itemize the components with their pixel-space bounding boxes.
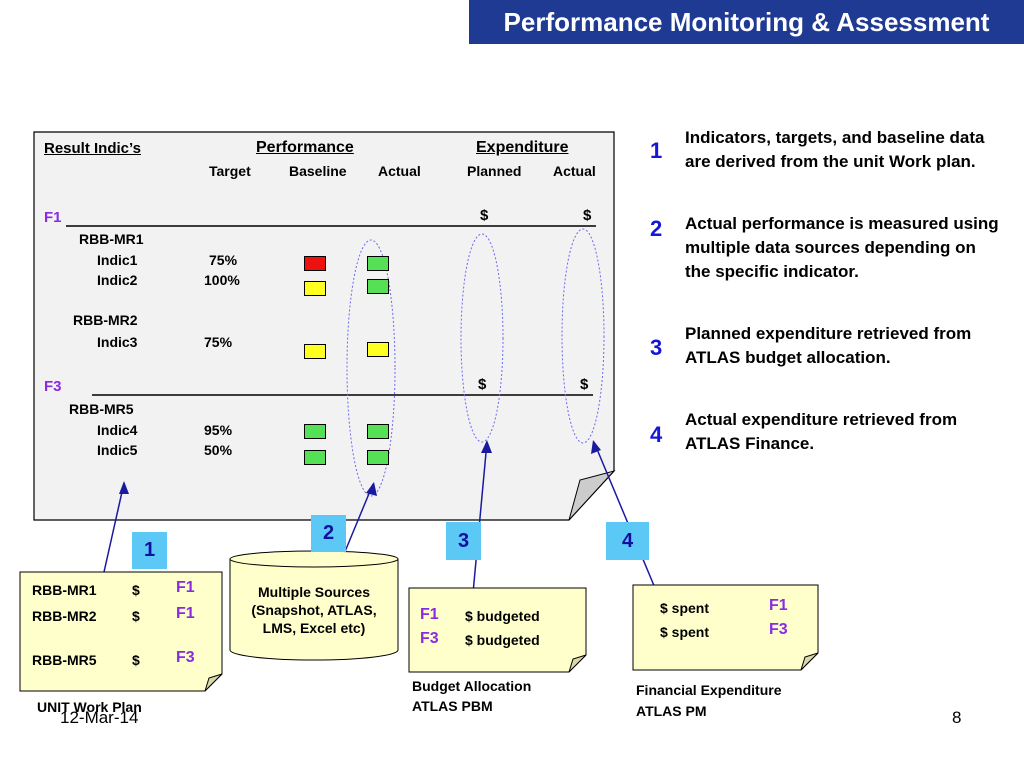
financial-fund: F3 <box>769 621 788 638</box>
financial-fund: F1 <box>769 597 788 614</box>
indicator-name: Indic3 <box>97 334 138 350</box>
note-number: 4 <box>650 422 663 447</box>
uwp-fund: F3 <box>176 649 195 666</box>
financial-caption-line1: Financial Expenditure <box>636 682 782 698</box>
planned-dollar-f3: $ <box>478 376 487 393</box>
baseline-status-green <box>304 450 326 465</box>
indicator-name: Indic1 <box>97 252 138 268</box>
uwp-rbb: RBB-MR2 <box>32 608 97 624</box>
indicator-name: Indic2 <box>97 272 138 288</box>
badge-3: 3 <box>446 522 481 560</box>
budget-amount: $ budgeted <box>465 608 540 624</box>
indicator-target: 95% <box>204 422 233 438</box>
uwp-rbb: RBB-MR1 <box>32 582 97 598</box>
actual-status-green <box>367 279 389 294</box>
budget-amount: $ budgeted <box>465 632 540 648</box>
uwp-dollar: $ <box>132 652 140 668</box>
subheader-actual-expenditure: Actual <box>553 163 596 179</box>
note-text: Actual expenditure retrieved from ATLAS … <box>685 410 958 453</box>
budget-fund: F1 <box>420 606 439 623</box>
note-number: 2 <box>650 216 663 241</box>
budget-fund: F3 <box>420 630 439 647</box>
uwp-fund: F1 <box>176 605 195 622</box>
subheader-actual: Actual <box>378 163 421 179</box>
note-text: Actual performance is measured using mul… <box>685 214 999 281</box>
indicator-name: Indic4 <box>97 422 138 438</box>
note-number: 1 <box>650 138 663 163</box>
budget-caption-line1: Budget Allocation <box>412 678 532 694</box>
note-number: 3 <box>650 335 663 360</box>
rbb-label: RBB-MR5 <box>69 401 134 417</box>
note-text: Indicators, targets, and baseline data a… <box>685 128 985 171</box>
actual-status-green <box>367 450 389 465</box>
subheader-planned: Planned <box>467 163 522 179</box>
uwp-dollar: $ <box>132 582 140 598</box>
actual-status-green <box>367 424 389 439</box>
actual-status-yellow <box>367 342 389 357</box>
actual-dollar-f1: $ <box>583 207 592 224</box>
uwp-rbb: RBB-MR5 <box>32 652 97 668</box>
note-text: Planned expenditure retrieved from ATLAS… <box>685 324 972 367</box>
badge-2: 2 <box>311 515 346 552</box>
slide-title: Performance Monitoring & Assessment <box>469 0 1024 44</box>
baseline-status-green <box>304 424 326 439</box>
badge-4: 4 <box>606 522 649 560</box>
baseline-status-yellow <box>304 281 326 296</box>
header-expenditure: Expenditure <box>476 139 569 156</box>
actual-dollar-f3: $ <box>580 376 589 393</box>
footer-date: 12-Mar-14 <box>60 708 139 727</box>
badge-1: 1 <box>132 532 167 569</box>
budget-caption-line2: ATLAS PBM <box>412 698 493 714</box>
planned-dollar-f1: $ <box>480 207 489 224</box>
uwp-caption: UNIT Work Plan <box>37 699 142 715</box>
uwp-dollar: $ <box>132 608 140 624</box>
financial-spent: $ spent <box>660 624 710 640</box>
fund-label-f3: F3 <box>44 378 62 395</box>
rbb-label: RBB-MR2 <box>73 312 138 328</box>
page-number: 8 <box>952 708 962 727</box>
subheader-target: Target <box>209 163 251 179</box>
sources-text: Multiple Sources (Snapshot, ATLAS, LMS, … <box>251 584 377 636</box>
subheader-baseline: Baseline <box>289 163 347 179</box>
financial-caption-line2: ATLAS PM <box>636 703 707 719</box>
header-result-indicators: Result Indic’s <box>44 140 141 157</box>
fund-label-f1: F1 <box>44 209 62 226</box>
indicator-target: 50% <box>204 442 233 458</box>
header-performance: Performance <box>256 139 354 156</box>
indicator-target: 75% <box>209 252 238 268</box>
financial-spent: $ spent <box>660 600 710 616</box>
baseline-status-red <box>304 256 326 271</box>
indicator-name: Indic5 <box>97 442 138 458</box>
actual-status-green <box>367 256 389 271</box>
rbb-label: RBB-MR1 <box>79 231 144 247</box>
uwp-fund: F1 <box>176 579 195 596</box>
indicator-target: 75% <box>204 334 233 350</box>
indicator-target: 100% <box>204 272 240 288</box>
baseline-status-yellow <box>304 344 326 359</box>
